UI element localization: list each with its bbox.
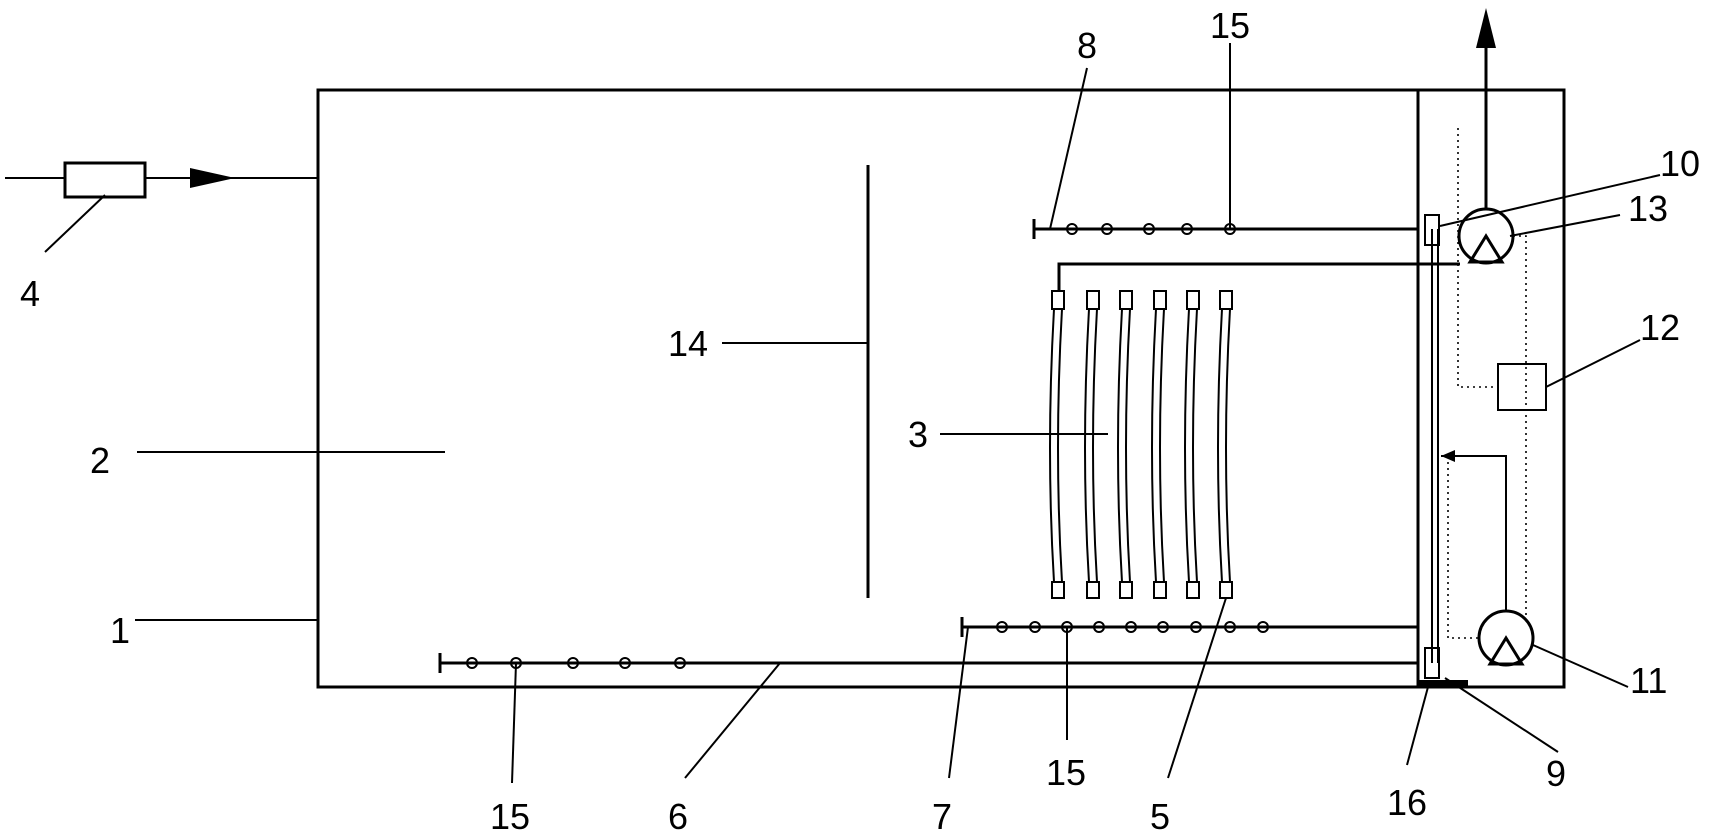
label-16: 16 — [1387, 782, 1427, 823]
label-15-top: 15 — [1210, 5, 1250, 46]
valve-top — [1424, 214, 1440, 246]
aerator-nozzle — [1101, 223, 1113, 235]
leader-line-15-left — [511, 662, 517, 784]
aerator-nozzle — [996, 621, 1008, 633]
control-signal — [1447, 456, 1479, 639]
leader-line-8 — [1049, 67, 1088, 230]
control-signal — [1513, 235, 1527, 620]
membrane-sheet — [1049, 290, 1065, 599]
membrane-sheet — [1117, 290, 1133, 599]
label-3: 3 — [908, 414, 928, 455]
leader-line-13 — [1509, 214, 1621, 237]
valve-bottom — [1424, 647, 1440, 679]
label-13: 13 — [1628, 188, 1668, 229]
aerator-nozzle — [1157, 621, 1169, 633]
controller — [1497, 363, 1547, 411]
aeration-pipe-top — [1032, 219, 1418, 239]
aerator-nozzle — [1125, 621, 1137, 633]
aerator-nozzle — [466, 657, 478, 669]
tank-outline — [316, 88, 1566, 689]
label-9: 9 — [1546, 753, 1566, 794]
label-8: 8 — [1077, 25, 1097, 66]
leader-line-9 — [1444, 677, 1559, 753]
pump-lower — [1477, 609, 1535, 667]
aerator-nozzle — [1181, 223, 1193, 235]
label-6: 6 — [668, 796, 688, 835]
label-5: 5 — [1150, 796, 1170, 835]
label-15-mid: 15 — [1046, 752, 1086, 793]
inlet-device — [63, 161, 147, 199]
membrane-module — [1049, 290, 1233, 599]
membrane-sheet — [1151, 290, 1167, 599]
label-10: 10 — [1660, 143, 1700, 184]
leader-line-10 — [1439, 174, 1661, 227]
base-plate — [1418, 680, 1468, 687]
label-7: 7 — [932, 796, 952, 835]
inlet-assembly — [5, 161, 318, 199]
aerator-nozzle — [1143, 223, 1155, 235]
aerator-nozzle — [1093, 621, 1105, 633]
aerator-nozzle — [674, 657, 686, 669]
aeration-pipe-bottom — [438, 653, 1418, 673]
leader-line-12 — [1545, 339, 1641, 388]
label-4: 4 — [20, 273, 40, 314]
leader-line-7 — [948, 626, 969, 779]
aerator-nozzle — [1190, 621, 1202, 633]
aerator-nozzle — [1066, 223, 1078, 235]
label-2: 2 — [90, 440, 110, 481]
inlet-arrow — [190, 168, 235, 188]
label-11: 11 — [1630, 660, 1667, 701]
control-signal — [1457, 264, 1498, 388]
label-1: 1 — [110, 610, 130, 651]
aerator-nozzle — [619, 657, 631, 669]
leader-line-4 — [44, 194, 106, 253]
permeate-header — [1057, 262, 1460, 291]
label-14: 14 — [668, 323, 708, 364]
membrane-sheet — [1184, 290, 1200, 599]
aerator-nozzle — [1029, 621, 1041, 633]
leader-line-11 — [1532, 644, 1629, 688]
leader-line-16 — [1406, 686, 1429, 766]
label-15-left: 15 — [490, 796, 530, 835]
return-line — [1441, 455, 1507, 611]
aeration-pipe-membrane — [960, 617, 1418, 637]
aerator-nozzle — [567, 657, 579, 669]
discharge-arrow — [1476, 8, 1496, 48]
membrane-sheet — [1084, 290, 1100, 599]
leader-line-5 — [1167, 597, 1227, 779]
leader-line-6 — [684, 662, 781, 779]
pump-upper — [1457, 207, 1515, 265]
aerator-nozzle — [1257, 621, 1269, 633]
label-12: 12 — [1640, 307, 1680, 348]
membrane-sheet — [1217, 290, 1233, 599]
aerator-nozzle — [1224, 621, 1236, 633]
